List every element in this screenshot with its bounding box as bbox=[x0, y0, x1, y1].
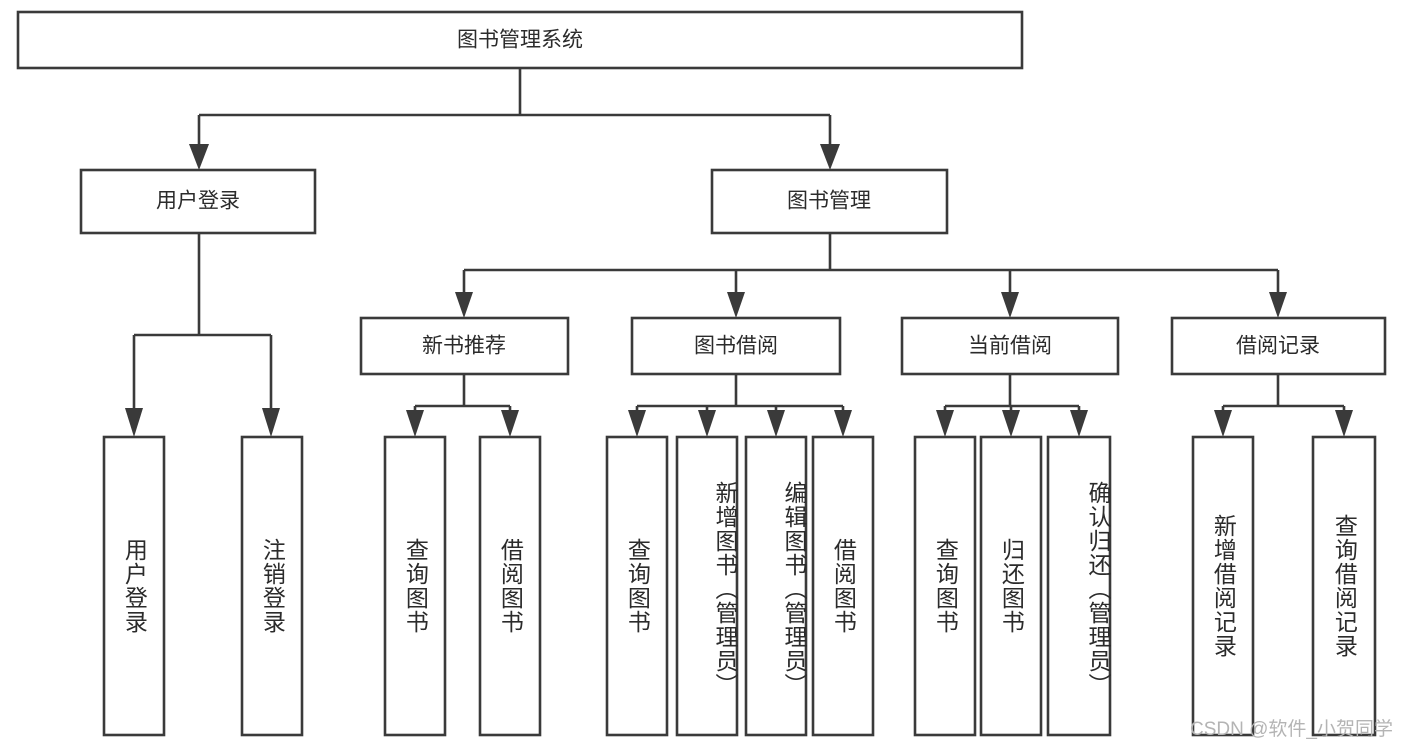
arrow-head-icon bbox=[501, 410, 519, 437]
arrow-head-icon bbox=[455, 292, 473, 318]
arrow-head-icon bbox=[1269, 292, 1287, 318]
leaf-label-confirm-return-admin: 确认归还（管理员） bbox=[1085, 481, 1111, 697]
node-user-login-label: 用户登录 bbox=[156, 190, 240, 213]
leaf-box-borrow-book-new[interactable] bbox=[478, 435, 542, 737]
node-current-borrow-box[interactable] bbox=[900, 316, 1120, 376]
node-current-borrow[interactable]: 当前借阅 bbox=[900, 316, 1120, 376]
leaf-box-confirm-return-admin[interactable] bbox=[1046, 435, 1112, 737]
connector-group-borrow bbox=[628, 374, 852, 437]
node-book-borrow-label: 图书借阅 bbox=[694, 335, 778, 358]
node-book-borrow-box[interactable] bbox=[630, 316, 842, 376]
leaf-box-edit-book-admin[interactable] bbox=[744, 435, 808, 737]
leaf-box-return-book[interactable] bbox=[979, 435, 1043, 737]
node-borrow-records-label: 借阅记录 bbox=[1236, 335, 1320, 358]
arrow-head-icon bbox=[1001, 292, 1019, 318]
leaf-label-query-book-new: 查询图书 bbox=[402, 538, 429, 634]
leaf-label-user-login: 用户登录 bbox=[121, 538, 148, 634]
leaf-label-logout: 注销登录 bbox=[259, 538, 286, 634]
connector-group-records bbox=[1214, 374, 1353, 437]
arrow-head-icon bbox=[262, 408, 280, 437]
leaf-box-query-book-current[interactable] bbox=[913, 435, 977, 737]
leaf-label-add-book-admin: 新增图书（管理员） bbox=[712, 481, 738, 697]
leaf-label-borrow-book: 借阅图书 bbox=[830, 538, 857, 634]
leaf-label-return-book: 归还图书 bbox=[998, 538, 1025, 634]
leaf-label-query-book-borrow: 查询图书 bbox=[624, 538, 651, 634]
node-book-management-box[interactable] bbox=[710, 168, 949, 235]
leaf-box-group bbox=[102, 435, 1377, 737]
connector-group-current bbox=[936, 374, 1088, 437]
node-book-management-label: 图书管理 bbox=[787, 190, 871, 213]
leaf-box-user-login[interactable] bbox=[102, 435, 166, 737]
leaf-box-add-book-admin[interactable] bbox=[675, 435, 739, 737]
connector-group-newbook bbox=[406, 374, 519, 437]
connector-group-book-mgmt bbox=[455, 233, 1287, 318]
arrow-head-icon bbox=[834, 410, 852, 437]
leaf-label-borrow-book-new: 借阅图书 bbox=[497, 538, 524, 634]
arrow-head-icon bbox=[1335, 410, 1353, 437]
leaf-label-add-borrow-record: 新增借阅记录 bbox=[1210, 514, 1237, 658]
arrow-head-icon bbox=[936, 410, 954, 437]
csdn-watermark: CSDN @软件_小贺同学 bbox=[1190, 719, 1393, 740]
arrow-head-icon bbox=[820, 144, 840, 170]
leaf-box-query-book-new[interactable] bbox=[383, 435, 447, 737]
arrow-head-icon bbox=[1214, 410, 1232, 437]
arrow-head-icon bbox=[406, 410, 424, 437]
node-book-borrow[interactable]: 图书借阅 bbox=[630, 316, 842, 376]
node-new-book-recommend-label: 新书推荐 bbox=[422, 335, 506, 358]
arrow-head-icon bbox=[628, 410, 646, 437]
leaf-label-query-borrow-record: 查询借阅记录 bbox=[1331, 514, 1358, 658]
node-new-book-recommend[interactable]: 新书推荐 bbox=[359, 316, 570, 376]
leaf-box-logout[interactable] bbox=[240, 435, 304, 737]
arrow-head-icon bbox=[189, 144, 209, 170]
arrow-head-icon bbox=[727, 292, 745, 318]
node-root-label: 图书管理系统 bbox=[457, 29, 583, 52]
leaf-box-borrow-book[interactable] bbox=[811, 435, 875, 737]
arrow-head-icon bbox=[1070, 410, 1088, 437]
node-root-box[interactable] bbox=[16, 10, 1024, 70]
leaf-label-edit-book-admin: 编辑图书（管理员） bbox=[781, 481, 807, 697]
arrow-head-icon bbox=[767, 410, 785, 437]
node-user-login[interactable]: 用户登录 bbox=[79, 168, 317, 235]
node-borrow-records-box[interactable] bbox=[1170, 316, 1387, 376]
node-user-login-box[interactable] bbox=[79, 168, 317, 235]
node-borrow-records[interactable]: 借阅记录 bbox=[1170, 316, 1387, 376]
leaf-box-add-borrow-record[interactable] bbox=[1191, 435, 1255, 737]
arrow-head-icon bbox=[1002, 410, 1020, 437]
node-root[interactable]: 图书管理系统 bbox=[16, 10, 1024, 70]
arrow-head-icon bbox=[698, 410, 716, 437]
node-current-borrow-label: 当前借阅 bbox=[968, 335, 1052, 358]
arrow-head-icon bbox=[125, 408, 143, 437]
leaf-label-query-book-current: 查询图书 bbox=[932, 538, 959, 634]
connector-group-user-login bbox=[125, 233, 280, 437]
leaf-box-query-borrow-record[interactable] bbox=[1311, 435, 1377, 737]
node-book-management[interactable]: 图书管理 bbox=[710, 168, 949, 235]
connector-group-root bbox=[189, 68, 840, 170]
node-new-book-recommend-box[interactable] bbox=[359, 316, 570, 376]
leaf-box-query-book-borrow[interactable] bbox=[605, 435, 669, 737]
